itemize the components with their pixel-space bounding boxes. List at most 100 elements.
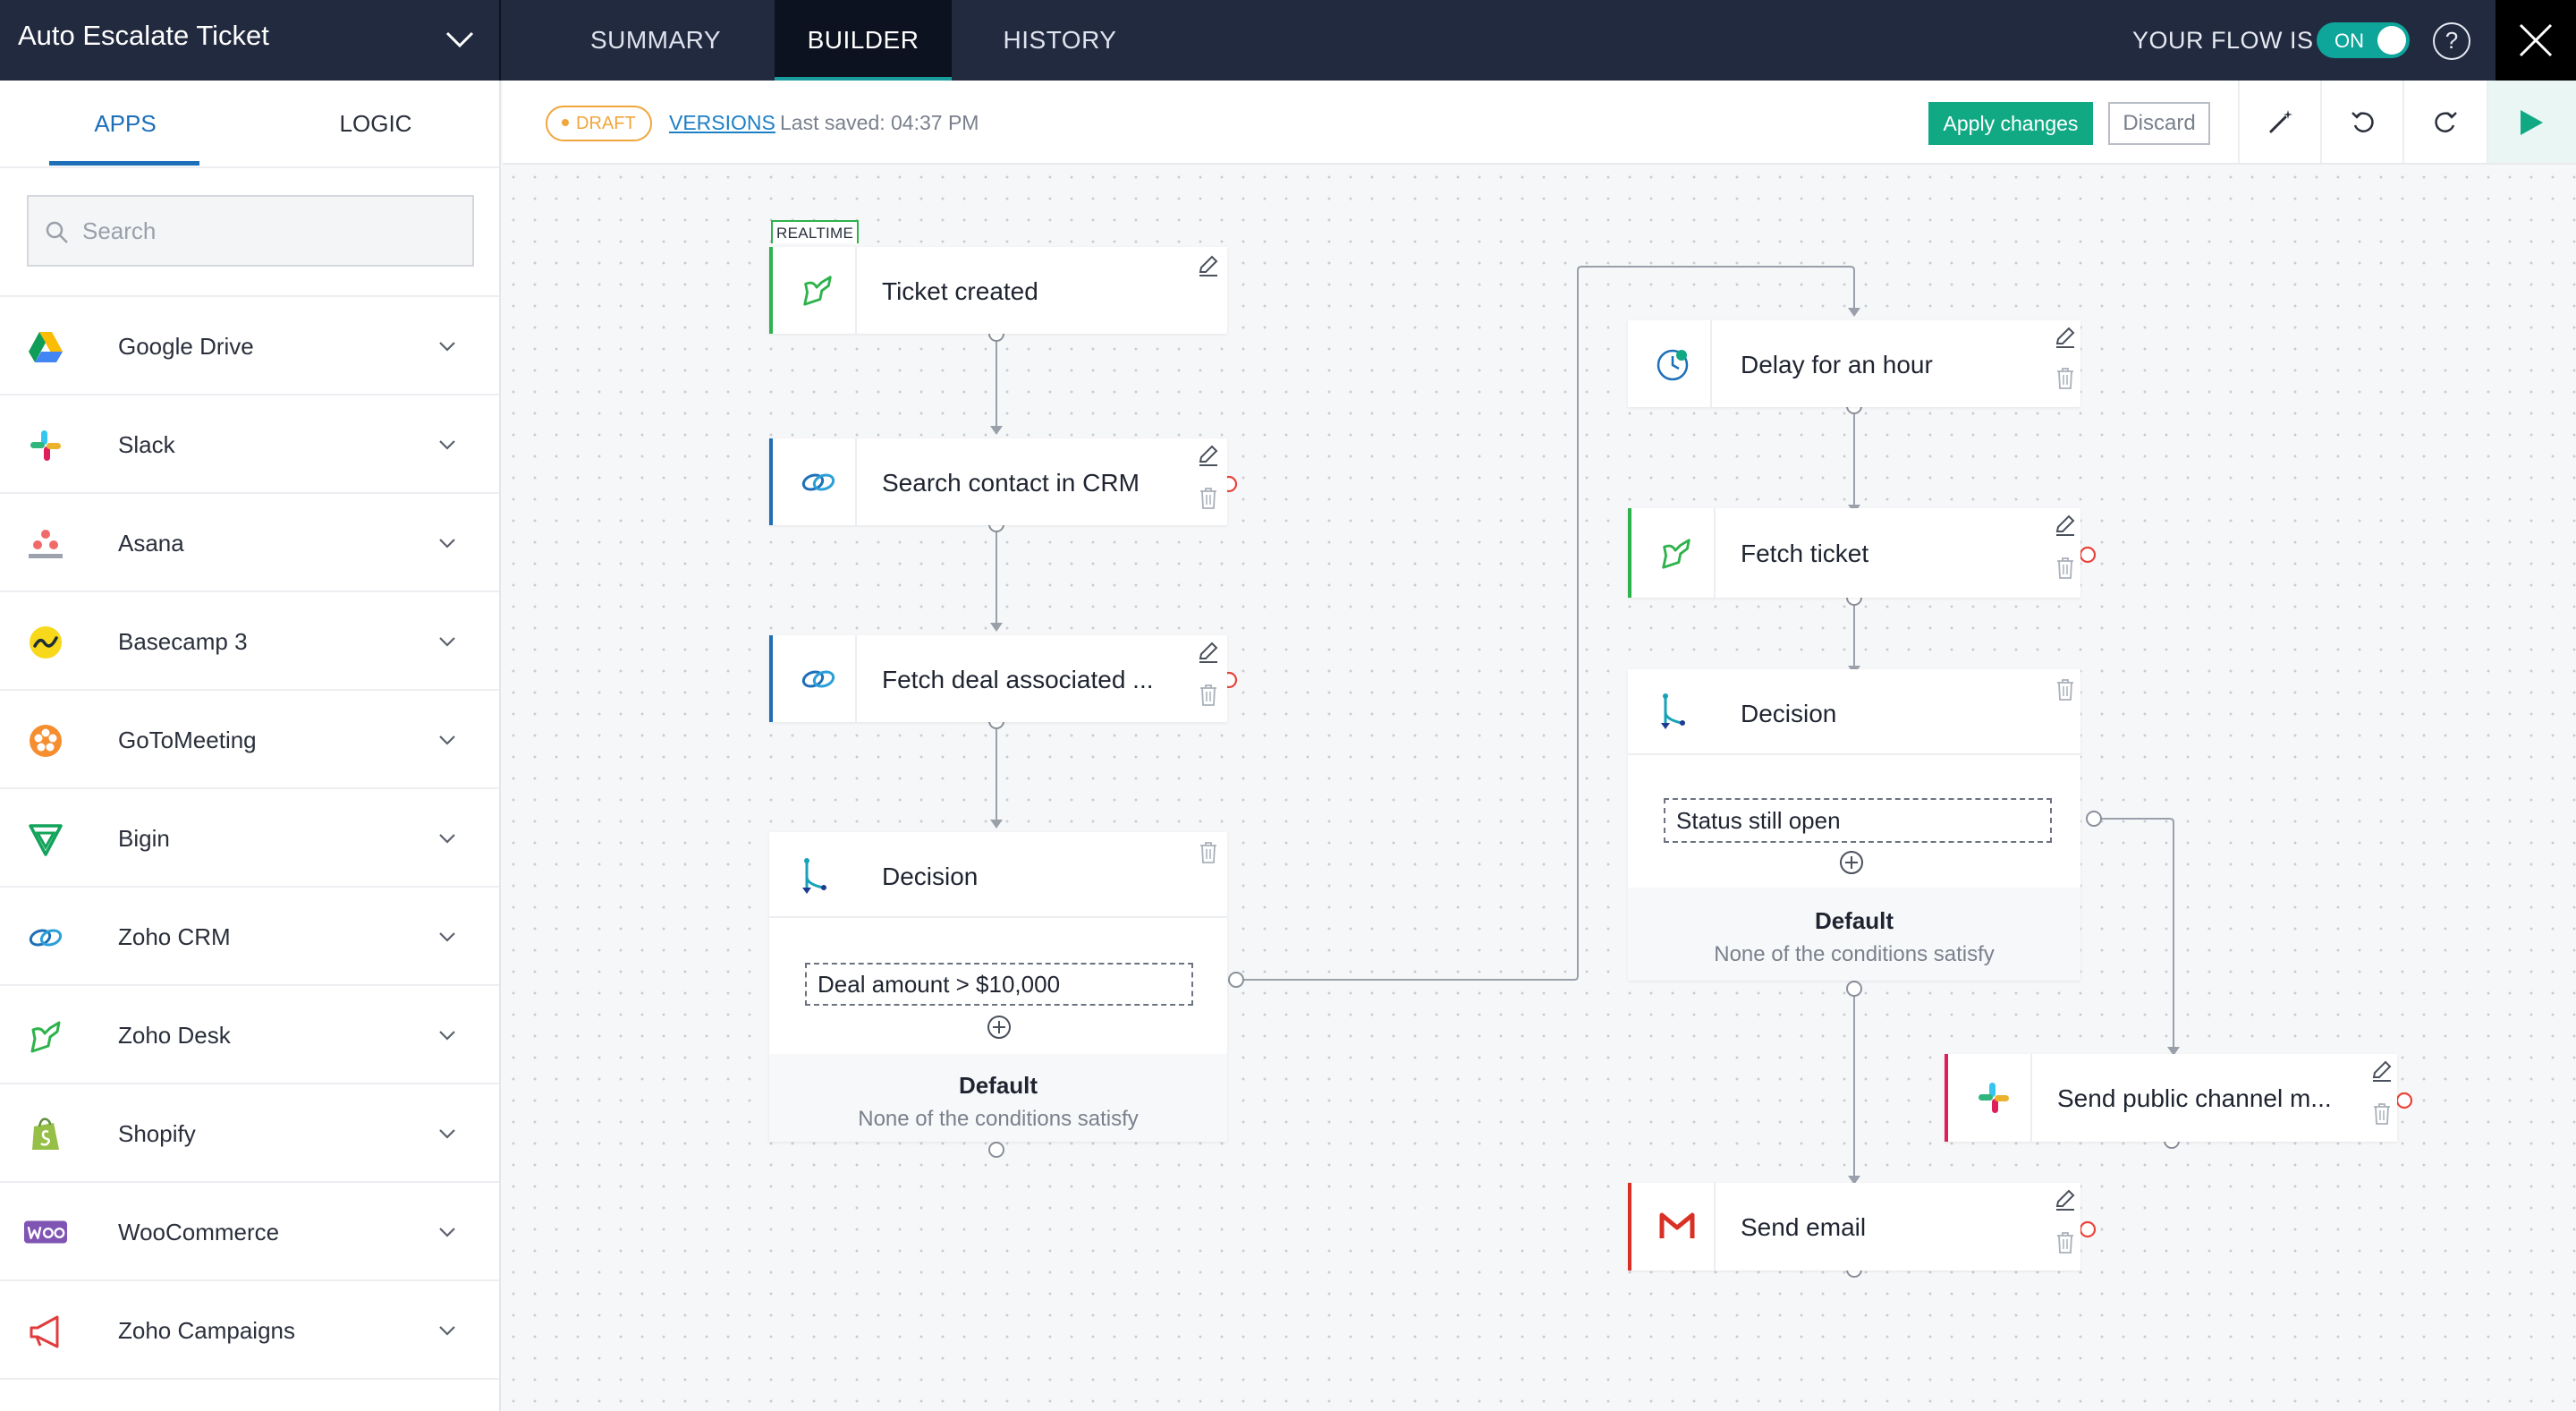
delay-node[interactable]: Delay for an hour (1628, 320, 2080, 407)
edit-icon[interactable] (1197, 254, 1220, 277)
chevron-down-icon (439, 1228, 455, 1237)
node-label: Send email (1741, 1213, 1867, 1241)
add-condition-icon[interactable] (1839, 850, 1864, 875)
node-icon-box (1631, 1183, 1716, 1271)
condition-status-open[interactable]: Status still open (1664, 798, 2052, 843)
trash-icon[interactable] (2372, 1102, 2392, 1126)
run-button[interactable] (2487, 81, 2576, 163)
toggle-label: ON (2334, 30, 2364, 52)
app-item-woocommerce[interactable]: WooCommerce (0, 1183, 499, 1281)
versions-link[interactable]: VERSIONS (669, 111, 775, 134)
trash-icon[interactable] (1199, 684, 1218, 707)
default-branch: Default None of the conditions satisfy (1628, 888, 2080, 981)
app-item-gotomeeting[interactable]: GoToMeeting (0, 691, 499, 789)
tab-builder[interactable]: BUILDER (775, 0, 952, 81)
chevron-down-icon (439, 1031, 455, 1041)
node-icon-box (1628, 320, 1712, 407)
app-item-zoho-crm[interactable]: Zoho CRM (0, 888, 499, 986)
trash-icon[interactable] (2055, 557, 2075, 580)
action-node-fetch-ticket[interactable]: Fetch ticket (1628, 508, 2080, 598)
app-label: Zoho Desk (118, 1022, 231, 1049)
trash-icon[interactable] (2055, 1231, 2075, 1254)
close-button[interactable] (2496, 0, 2576, 81)
node-icon-box (1948, 1054, 2032, 1142)
trash-icon[interactable] (2055, 367, 2075, 390)
default-subtitle: None of the conditions satisfy (858, 1107, 1139, 1131)
node-label: Send public channel m... (2057, 1084, 2332, 1112)
decision-branch-icon (802, 858, 826, 894)
trigger-node-ticket-created[interactable]: Ticket created (769, 247, 1227, 334)
divider (0, 166, 499, 168)
redo-button[interactable] (2402, 81, 2485, 163)
trash-icon[interactable] (2055, 678, 2075, 701)
tab-summary[interactable]: SUMMARY (589, 26, 722, 54)
node-accent-bar (769, 635, 773, 722)
sidebar-tab-apps[interactable]: APPS (94, 110, 157, 137)
discard-button[interactable]: Discard (2108, 102, 2210, 145)
flow-title: Auto Escalate Ticket (18, 20, 269, 51)
zoho-desk-icon (803, 276, 832, 306)
slack-icon (1979, 1083, 2009, 1113)
app-item-zoho-campaigns[interactable]: Zoho Campaigns (0, 1281, 499, 1380)
toggle-knob (2377, 26, 2406, 55)
apps-sidebar: APPS LOGIC Google Drive Slack Asana Base… (0, 81, 501, 1411)
condition-deal-amount[interactable]: Deal amount > $10,000 (805, 963, 1193, 1006)
undo-button[interactable] (2320, 81, 2402, 163)
search-input[interactable] (82, 213, 458, 249)
app-item-slack[interactable]: Slack (0, 395, 499, 494)
flow-connectors (988, 266, 2413, 1278)
decision-header: Decision (769, 832, 1227, 918)
chevron-down-icon (439, 932, 455, 942)
chevron-down-icon (439, 539, 455, 548)
decision-node-status-open[interactable]: Decision Status still open Default None … (1628, 669, 2080, 981)
app-label: Zoho Campaigns (118, 1317, 295, 1344)
redo-icon (2435, 112, 2457, 132)
flow-status-label: YOUR FLOW IS (2132, 27, 2314, 54)
app-label: Slack (118, 431, 175, 458)
realtime-tag: REALTIME (771, 220, 860, 243)
help-icon[interactable]: ? (2433, 22, 2470, 60)
action-node-fetch-deal[interactable]: Fetch deal associated ... (769, 635, 1227, 722)
node-accent-bar (1628, 508, 1631, 598)
sidebar-tab-logic[interactable]: LOGIC (339, 110, 412, 137)
default-title: Default (958, 1072, 1038, 1099)
flow-canvas[interactable]: REALTIME Ticket created Search contact i… (503, 166, 2576, 1411)
node-icon-box (773, 635, 857, 722)
edit-icon[interactable] (2054, 326, 2077, 349)
node-label: Search contact in CRM (882, 469, 1140, 497)
app-search[interactable] (27, 195, 474, 267)
edit-icon[interactable] (1197, 444, 1220, 467)
bigin-icon (29, 824, 63, 856)
app-item-google-drive[interactable]: Google Drive (0, 297, 499, 395)
edit-icon[interactable] (2054, 1188, 2077, 1211)
undo-icon (2351, 112, 2374, 132)
action-node-search-contact[interactable]: Search contact in CRM (769, 438, 1227, 525)
megaphone-icon (30, 1315, 59, 1348)
app-item-zoho-desk[interactable]: Zoho Desk (0, 986, 499, 1084)
decision-branch-icon (1661, 693, 1685, 729)
decision-node-deal-amount[interactable]: Decision Deal amount > $10,000 Default N… (769, 832, 1227, 1142)
app-item-bigin[interactable]: Bigin (0, 789, 499, 888)
add-condition-icon[interactable] (987, 1015, 1012, 1040)
flow-title-selector[interactable]: Auto Escalate Ticket (0, 0, 501, 81)
app-label: GoToMeeting (118, 727, 257, 753)
decision-header: Decision (1628, 669, 2080, 755)
trash-icon[interactable] (1199, 487, 1218, 510)
trash-icon[interactable] (1199, 841, 1218, 864)
tab-history[interactable]: HISTORY (1003, 26, 1117, 54)
action-node-send-slack[interactable]: Send public channel m... (1945, 1054, 2397, 1142)
edit-icon[interactable] (1197, 641, 1220, 664)
app-item-basecamp-3[interactable]: Basecamp 3 (0, 592, 499, 691)
apply-changes-button[interactable]: Apply changes (1928, 102, 2093, 145)
woocommerce-icon (23, 1220, 68, 1244)
app-item-shopify[interactable]: Shopify (0, 1084, 499, 1183)
node-label: Delay for an hour (1741, 351, 1933, 378)
action-node-send-email[interactable]: Send email (1628, 1183, 2080, 1271)
edit-icon[interactable] (2054, 514, 2077, 537)
node-label: Fetch deal associated ... (882, 666, 1154, 693)
magic-wand-button[interactable] (2238, 81, 2320, 163)
app-item-asana[interactable]: Asana (0, 494, 499, 592)
edit-icon[interactable] (2370, 1059, 2394, 1083)
flow-on-toggle[interactable]: ON (2317, 22, 2410, 58)
default-subtitle: None of the conditions satisfy (1714, 942, 1995, 966)
